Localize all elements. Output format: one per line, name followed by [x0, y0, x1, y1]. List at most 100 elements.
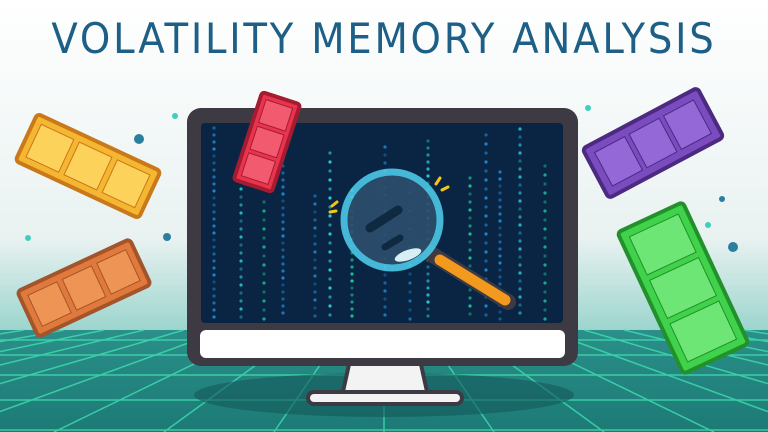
page-title: VOLATILITY MEMORY ANALYSIS — [51, 14, 717, 63]
code-dot — [498, 205, 502, 209]
code-dot — [281, 297, 285, 301]
code-dot — [518, 167, 522, 171]
code-dot — [484, 304, 488, 308]
code-dot — [518, 175, 522, 179]
code-dot — [281, 213, 285, 217]
code-dot — [518, 311, 522, 315]
code-dot — [239, 187, 243, 191]
code-dot — [328, 160, 332, 164]
code-dot — [484, 205, 488, 209]
code-dot — [239, 275, 243, 279]
code-dot — [313, 306, 317, 310]
code-dot — [262, 227, 266, 231]
code-dot — [328, 313, 332, 317]
code-dot — [498, 226, 502, 230]
code-dot — [426, 272, 430, 276]
code-dot — [239, 203, 243, 207]
code-dot — [350, 293, 354, 297]
code-dot — [518, 215, 522, 219]
code-dot — [518, 263, 522, 267]
code-dot — [328, 277, 332, 281]
code-dot — [212, 182, 216, 186]
code-dot — [262, 272, 266, 276]
code-dot — [281, 269, 285, 273]
code-dot — [350, 300, 354, 304]
code-dot — [328, 187, 332, 191]
code-dot — [498, 275, 502, 279]
code-dot — [262, 317, 266, 321]
code-dot — [468, 248, 472, 252]
code-dot — [383, 153, 387, 157]
code-dot — [313, 226, 317, 230]
code-dot — [281, 185, 285, 189]
code-dot — [212, 301, 216, 305]
code-dot — [498, 268, 502, 272]
code-dot — [313, 282, 317, 286]
code-dot — [328, 196, 332, 200]
code-dot — [281, 290, 285, 294]
code-dot — [328, 250, 332, 254]
code-dot — [408, 299, 412, 303]
code-dot — [543, 263, 547, 267]
code-dot — [498, 261, 502, 265]
code-dot — [281, 255, 285, 259]
code-dot — [518, 183, 522, 187]
code-dot — [262, 290, 266, 294]
code-dot — [350, 265, 354, 269]
code-dot — [484, 196, 488, 200]
code-dot — [212, 189, 216, 193]
code-dot — [262, 281, 266, 285]
code-dot — [212, 280, 216, 284]
code-dot — [484, 151, 488, 155]
code-dot — [484, 268, 488, 272]
code-dot — [484, 214, 488, 218]
code-dot — [281, 241, 285, 245]
decorative-dots — [25, 105, 738, 252]
code-dot — [239, 243, 243, 247]
code-dot — [426, 160, 430, 164]
code-dot — [468, 200, 472, 204]
code-dot — [262, 245, 266, 249]
code-dot — [281, 227, 285, 231]
code-dot — [328, 268, 332, 272]
code-dot — [543, 308, 547, 312]
code-dot — [212, 175, 216, 179]
code-dot — [518, 231, 522, 235]
code-dot — [426, 167, 430, 171]
code-dot — [239, 211, 243, 215]
code-dot — [262, 200, 266, 204]
code-dot — [313, 194, 317, 198]
code-dot — [468, 176, 472, 180]
code-dot — [239, 291, 243, 295]
code-dot — [313, 250, 317, 254]
code-dot — [426, 314, 430, 318]
code-dot — [313, 242, 317, 246]
code-dot — [350, 307, 354, 311]
code-dot — [313, 274, 317, 278]
code-dot — [518, 247, 522, 251]
code-dot — [239, 227, 243, 231]
code-dot — [239, 307, 243, 311]
code-dot — [543, 191, 547, 195]
code-dot — [212, 147, 216, 151]
code-dot — [328, 259, 332, 263]
code-dot — [328, 151, 332, 155]
code-dot — [281, 206, 285, 210]
code-dot — [262, 218, 266, 222]
code-dot — [498, 184, 502, 188]
code-dot — [543, 227, 547, 231]
code-dot — [383, 305, 387, 309]
code-dot — [328, 304, 332, 308]
code-dot — [468, 208, 472, 212]
code-dot — [518, 239, 522, 243]
code-dot — [212, 287, 216, 291]
grid-line — [543, 329, 768, 413]
code-dot — [484, 241, 488, 245]
code-dot — [408, 290, 412, 294]
code-dot — [408, 272, 412, 276]
memory-stick-red — [232, 90, 302, 194]
code-dot — [518, 255, 522, 259]
code-dot — [313, 314, 317, 318]
memory-stick-orange — [16, 238, 152, 338]
code-dot — [350, 272, 354, 276]
